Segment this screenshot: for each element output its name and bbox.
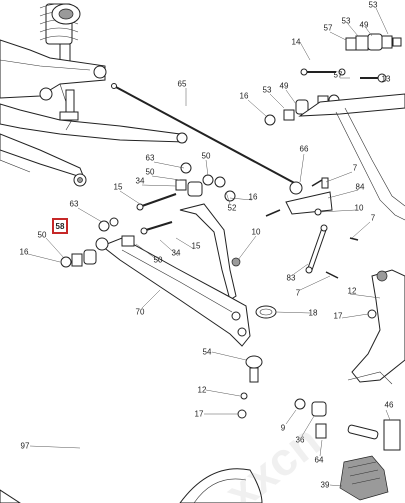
callout-label-16a: 16 <box>239 91 249 101</box>
callout-label-57b: 57 <box>333 70 343 80</box>
callout-label-17a: 17 <box>333 311 343 321</box>
chassis-frame <box>0 39 188 187</box>
callout-label-18: 18 <box>308 308 318 318</box>
callout-label-39: 39 <box>320 480 330 490</box>
steering-bracket <box>265 177 359 279</box>
callout-label-50c: 50 <box>37 230 47 240</box>
right-knuckle <box>347 269 405 385</box>
callout-label-12b: 12 <box>197 385 207 395</box>
bottom-partial-parts <box>0 468 263 503</box>
callout-label-70: 70 <box>135 307 145 317</box>
callout-label-65: 65 <box>177 79 187 89</box>
callout-label-7a: 7 <box>352 163 358 173</box>
callout-label-83: 83 <box>286 273 296 283</box>
callout-label-52: 52 <box>227 203 237 213</box>
callout-label-50b: 50 <box>145 167 155 177</box>
callout-label-36: 36 <box>295 435 305 445</box>
callout-label-13: 13 <box>381 74 391 84</box>
callout-label-53c: 53 <box>262 85 272 95</box>
callout-label-50a: 50 <box>201 151 211 161</box>
shock-absorber <box>39 3 81 63</box>
upper-a-arm <box>298 93 405 221</box>
callout-label-97: 97 <box>20 441 30 451</box>
left-bushing-stack <box>60 217 173 268</box>
callout-label-15b: 15 <box>191 241 201 251</box>
callout-label-7c: 7 <box>295 288 301 298</box>
callout-label-34b: 34 <box>171 248 181 258</box>
callout-label-10a: 10 <box>354 203 364 213</box>
callout-label-12a: 12 <box>347 286 357 296</box>
highlighted-callout-text: 58 <box>55 221 65 231</box>
callout-label-54: 54 <box>202 347 212 357</box>
callout-label-57a: 57 <box>323 23 333 33</box>
ball-joint <box>237 355 263 419</box>
callout-label-17b: 17 <box>194 409 204 419</box>
callout-label-53a: 53 <box>368 0 378 10</box>
callout-label-49b: 49 <box>279 81 289 91</box>
upright-arm <box>179 203 241 301</box>
callout-label-16b: 16 <box>248 192 258 202</box>
callout-label-9: 9 <box>280 423 286 433</box>
callout-label-84: 84 <box>355 182 365 192</box>
callout-label-63b: 63 <box>69 199 79 209</box>
tie-rod <box>111 83 301 187</box>
upper-bolt-stack <box>264 33 402 126</box>
callout-label-50d: 50 <box>153 255 163 265</box>
highlighted-callout-58: 58 <box>52 218 68 234</box>
callout-label-63a: 63 <box>145 153 155 163</box>
callout-label-7b: 7 <box>370 213 376 223</box>
lower-a-arm <box>101 237 277 347</box>
callout-label-53b: 53 <box>341 16 351 26</box>
callout-label-16c: 16 <box>19 247 29 257</box>
callout-label-64: 64 <box>314 455 324 465</box>
callout-label-34a: 34 <box>135 176 145 186</box>
callout-label-14: 14 <box>291 37 301 47</box>
mid-bolt-stack <box>136 162 236 211</box>
callout-label-46: 46 <box>384 400 394 410</box>
leader-lines <box>27 7 391 487</box>
callout-label-10b: 10 <box>251 227 261 237</box>
callout-label-49a: 49 <box>359 20 369 30</box>
callout-label-15a: 15 <box>113 182 123 192</box>
callout-label-66: 66 <box>299 144 309 154</box>
lower-right-hardware <box>294 398 401 501</box>
